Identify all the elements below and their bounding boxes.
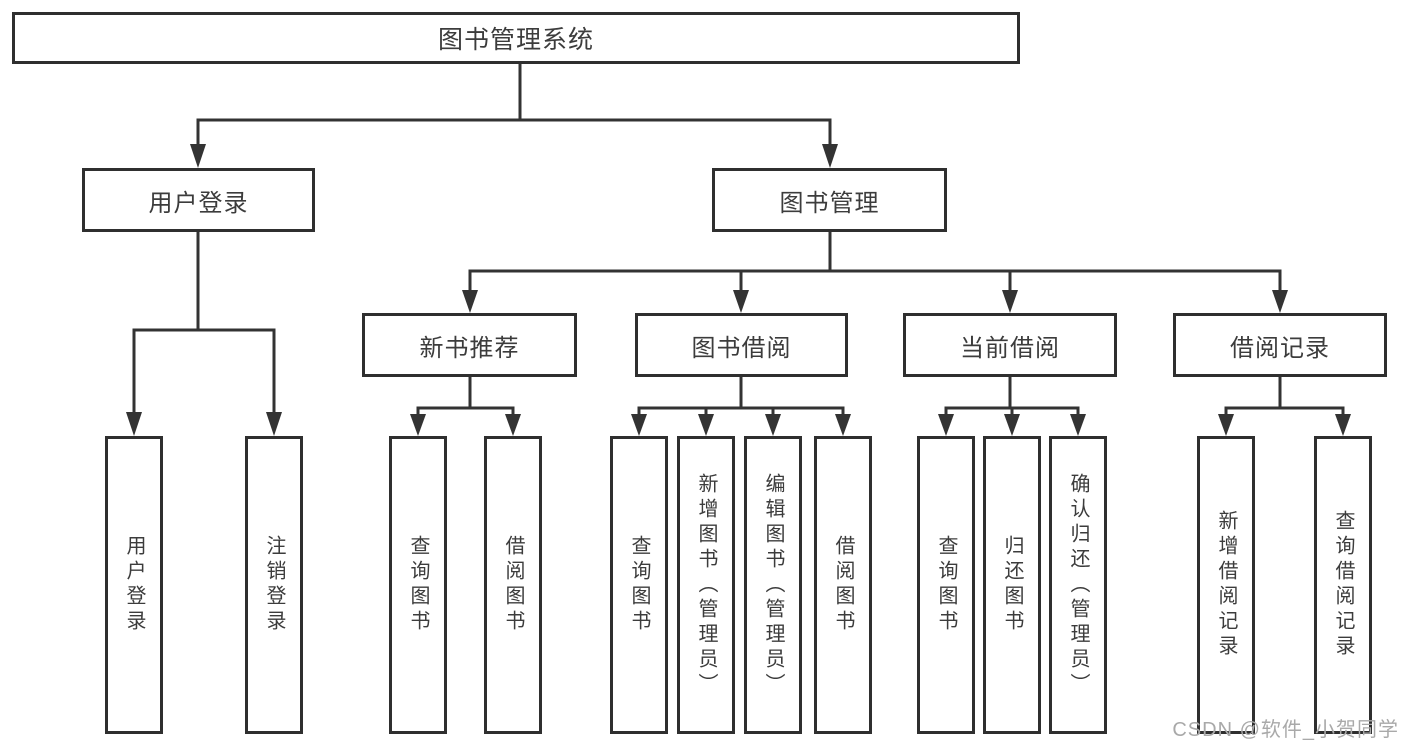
node-book-borrowing-label: 图书借阅 xyxy=(691,334,792,362)
leaf-add-book-admin-label: 新增图书（管理员） xyxy=(695,472,717,698)
leaf-confirm-return-admin: 确认归还（管理员） xyxy=(1049,436,1107,734)
leaf-query-books-borrowing-label: 查询图书 xyxy=(628,535,650,635)
node-new-book-recommendation: 新书推荐 xyxy=(362,313,577,377)
edge-user-login-to-leaves xyxy=(126,232,282,436)
leaf-confirm-return-admin-label: 确认归还（管理员） xyxy=(1067,472,1089,698)
node-current-borrowing: 当前借阅 xyxy=(903,313,1117,377)
node-current-borrowing-label: 当前借阅 xyxy=(960,334,1060,362)
leaf-return-book-label: 归还图书 xyxy=(1001,535,1023,635)
leaf-add-borrow-record-label: 新增借阅记录 xyxy=(1215,510,1237,660)
edge-book-management-to-level3 xyxy=(462,232,1288,313)
edge-new-book-recommendation-to-leaves xyxy=(410,377,521,436)
leaf-edit-book-admin: 编辑图书（管理员） xyxy=(744,436,802,734)
node-user-login: 用户登录 xyxy=(82,168,315,232)
leaf-edit-book-admin-label: 编辑图书（管理员） xyxy=(762,472,784,698)
leaf-query-books-current-label: 查询图书 xyxy=(935,535,957,635)
edge-root-to-level2 xyxy=(190,64,838,168)
leaf-borrow-books-recommend-label: 借阅图书 xyxy=(502,535,524,635)
leaf-add-book-admin: 新增图书（管理员） xyxy=(677,436,735,734)
node-book-borrowing: 图书借阅 xyxy=(635,313,848,377)
edge-current-borrowing-to-leaves xyxy=(938,377,1086,436)
edge-borrowing-records-to-leaves xyxy=(1218,377,1351,436)
leaf-query-books-recommend-label: 查询图书 xyxy=(407,535,429,635)
node-root-label: 图书管理系统 xyxy=(437,26,594,54)
node-book-management: 图书管理 xyxy=(712,168,947,232)
leaf-return-book: 归还图书 xyxy=(983,436,1041,734)
leaf-user-login: 用户登录 xyxy=(105,436,163,734)
leaf-query-borrow-record: 查询借阅记录 xyxy=(1314,436,1372,734)
leaf-user-login-label: 用户登录 xyxy=(123,535,145,635)
leaf-borrow-books-borrowing: 借阅图书 xyxy=(814,436,872,734)
node-user-login-label: 用户登录 xyxy=(148,189,249,217)
leaf-query-books-current: 查询图书 xyxy=(917,436,975,734)
leaf-query-books-recommend: 查询图书 xyxy=(389,436,447,734)
leaf-query-borrow-record-label: 查询借阅记录 xyxy=(1332,510,1354,660)
node-book-management-label: 图书管理 xyxy=(779,189,880,217)
leaf-logout-label: 注销登录 xyxy=(263,535,285,635)
node-root: 图书管理系统 xyxy=(12,12,1020,64)
node-new-book-recommendation-label: 新书推荐 xyxy=(419,334,520,362)
leaf-borrow-books-recommend: 借阅图书 xyxy=(484,436,542,734)
edge-book-borrowing-to-leaves xyxy=(631,377,851,436)
node-borrowing-records-label: 借阅记录 xyxy=(1230,334,1330,362)
leaf-logout: 注销登录 xyxy=(245,436,303,734)
leaf-borrow-books-borrowing-label: 借阅图书 xyxy=(832,535,854,635)
node-borrowing-records: 借阅记录 xyxy=(1173,313,1387,377)
leaf-add-borrow-record: 新增借阅记录 xyxy=(1197,436,1255,734)
watermark: CSDN @软件_小贺同学 xyxy=(1172,719,1399,741)
leaf-query-books-borrowing: 查询图书 xyxy=(610,436,668,734)
